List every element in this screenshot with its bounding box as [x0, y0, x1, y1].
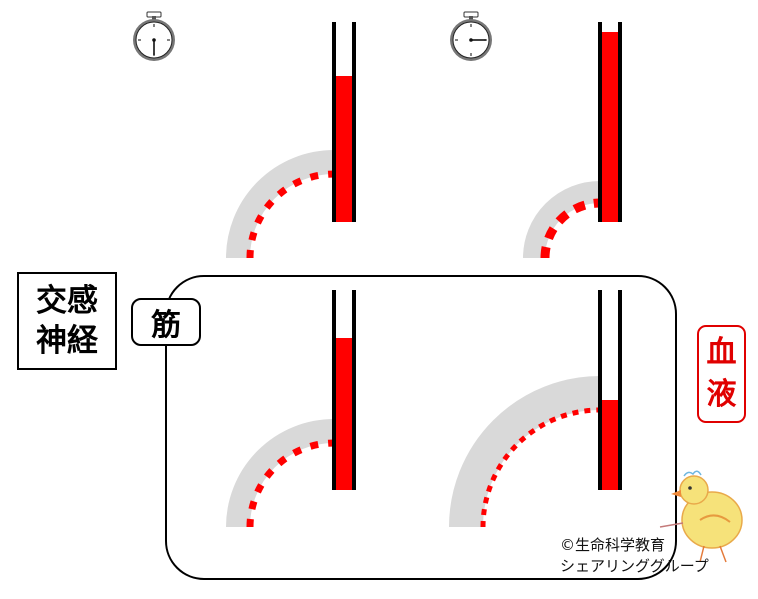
sympathetic-nerve-label: 交感 神経	[17, 272, 117, 370]
column-top-left	[332, 22, 356, 222]
copyright-line2: シェアリンググループ	[560, 557, 709, 575]
blood-column-fill	[334, 338, 354, 490]
sympathetic-label-line1: 交感	[36, 283, 98, 319]
column-top-right	[598, 22, 622, 222]
column-bottom-right	[598, 290, 622, 490]
muscle-label-text: 筋	[151, 308, 181, 343]
vessel-top-left	[226, 150, 335, 259]
blood-column-fill	[334, 76, 354, 222]
blood-label: 血 液	[697, 325, 746, 423]
column-bottom-left	[332, 290, 356, 490]
chick-mascot	[659, 470, 743, 563]
muscle-region-frame	[165, 275, 677, 580]
stopwatch-icon	[450, 11, 492, 61]
blood-label-line2: 液	[706, 377, 737, 412]
muscle-label: 筋	[131, 298, 201, 346]
vessel-top-right	[523, 181, 601, 259]
copyright-line1: ©生命科学教育	[560, 536, 666, 554]
vessel-bottom-right	[449, 376, 601, 528]
blood-label-line1: 血	[706, 335, 737, 370]
sympathetic-label-line2: 神経	[36, 323, 98, 359]
blood-column-fill	[600, 400, 620, 490]
blood-column-fill	[600, 32, 620, 222]
stopwatch-icon	[133, 11, 175, 61]
vessel-bottom-left	[226, 419, 335, 528]
